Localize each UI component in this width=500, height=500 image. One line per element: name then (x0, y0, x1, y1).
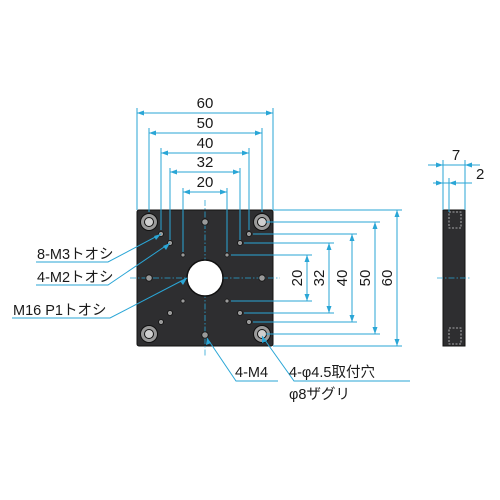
callout-m2: 4-M2トオシ (37, 270, 114, 286)
callout-m4: 4-M4 (235, 365, 268, 381)
horizontal-dimensions: 60 50 40 32 20 (136, 95, 274, 252)
side-view: 7 2 (428, 147, 484, 347)
m3-hole (158, 319, 164, 325)
m4-hole (201, 218, 209, 226)
dim-label-v20: 20 (289, 270, 306, 287)
m3-hole (246, 319, 252, 325)
corner-mounting-hole (140, 213, 158, 231)
callout-m16: M16 P1トオシ (13, 303, 106, 319)
m4-hole (145, 274, 153, 282)
callout-texts: 8-M3トオシ 4-M2トオシ M16 P1トオシ 4-M4 4-φ4.5取付穴… (13, 247, 375, 403)
leader-m3 (36, 233, 162, 263)
m3-hole (246, 231, 252, 237)
corner-mounting-hole (140, 325, 158, 343)
dim-label-32: 32 (197, 154, 214, 171)
dim-label-v50: 50 (357, 270, 374, 287)
m4-hole (201, 331, 209, 339)
top-view (130, 200, 280, 356)
dim-label-side-2: 2 (476, 166, 484, 183)
m2-hole (224, 298, 230, 304)
m2-hole (180, 252, 186, 258)
dim-label-v40: 40 (334, 270, 351, 287)
leader-mounting (261, 335, 410, 382)
leader-m2 (36, 242, 171, 286)
m3-hole (237, 310, 243, 316)
m4-hole (258, 274, 266, 282)
vertical-dimensions: 20 32 40 50 60 (231, 209, 402, 347)
callout-counterbore: φ8ザグリ (289, 386, 350, 403)
dim-label-v60: 60 (379, 270, 396, 287)
callout-leaders (12, 233, 410, 382)
m3-hole (167, 310, 173, 316)
dim-label-40: 40 (197, 135, 214, 152)
dim-label-60: 60 (197, 95, 214, 112)
leader-m4 (206, 337, 278, 382)
dim-label-v32: 32 (311, 270, 328, 287)
dim-label-50: 50 (197, 115, 214, 132)
m2-hole (180, 298, 186, 304)
leader-m16 (12, 277, 188, 319)
dim-label-side-7: 7 (452, 147, 460, 164)
m16-center-hole (186, 259, 224, 297)
dim-label-20: 20 (197, 174, 214, 191)
callout-mounting-hole: 4-φ4.5取付穴 (289, 364, 375, 381)
m3-hole (237, 240, 243, 246)
m2-hole (224, 252, 230, 258)
callout-m3: 8-M3トオシ (37, 247, 114, 263)
